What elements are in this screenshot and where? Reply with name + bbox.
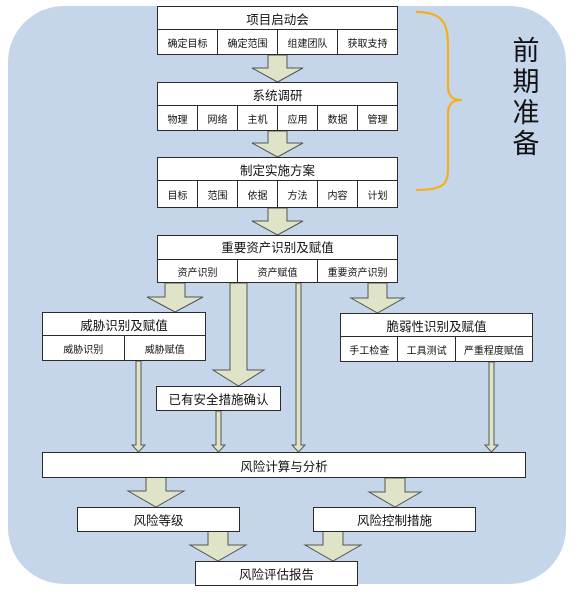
box-item: 资产识别 — [177, 267, 218, 279]
box-item: 内容 — [317, 181, 357, 207]
box-item: 手工检查 — [349, 345, 390, 357]
box-item: 威胁识别 — [63, 344, 104, 356]
box-item: 目标 — [167, 190, 188, 202]
prep-bracket — [415, 10, 463, 192]
arrow-vuln-to-calc — [483, 361, 500, 453]
box-item: 资产赋值 — [237, 260, 317, 282]
box-item: 工具测试 — [397, 337, 454, 361]
box-item: 应用 — [277, 106, 317, 130]
box-item: 威胁赋值 — [123, 336, 206, 360]
arrow-launch-to-survey — [251, 54, 304, 83]
box-items-row: 手工检查 工具测试 严重程度赋值 — [341, 336, 532, 361]
box-item: 重要资产识别 — [317, 260, 397, 282]
arrow-survey-to-plan — [251, 130, 304, 158]
arrow-control-to-report — [303, 529, 363, 562]
box-item: 管理 — [357, 106, 397, 130]
preparation-phase-label: 前期准备 — [512, 36, 540, 160]
box-item: 确定目标 — [167, 38, 208, 50]
threat-identification-box: 威胁识别及赋值 威胁识别 威胁赋值 — [42, 312, 206, 361]
box-title: 重要资产识别及赋值 — [221, 240, 334, 255]
arrow-assets-to-calc — [290, 282, 307, 453]
arrow-level-to-report — [188, 530, 248, 562]
box-item: 方法 — [277, 181, 317, 207]
box-title: 威胁识别及赋值 — [80, 318, 168, 333]
box-title: 脆弱性识别及赋值 — [386, 319, 487, 334]
box-items-row: 确定目标 确定范围 组建团队 获取支持 — [158, 29, 397, 54]
risk-level-box: 风险等级 — [77, 507, 240, 532]
box-item: 获取支持 — [337, 30, 397, 54]
box-items-row: 威胁识别 威胁赋值 — [43, 335, 205, 360]
box-item: 组建团队 — [277, 30, 337, 54]
arrow-safeguards-to-calc — [210, 410, 227, 453]
arrow-plan-to-assets — [251, 207, 304, 236]
box-title: 项目启动会 — [246, 12, 309, 27]
box-item: 物理 — [167, 114, 188, 126]
box-item: 范围 — [197, 181, 237, 207]
box-title: 系统调研 — [252, 88, 303, 103]
risk-control-box: 风险控制措施 — [313, 507, 476, 532]
vulnerability-identification-box: 脆弱性识别及赋值 手工检查 工具测试 严重程度赋值 — [340, 313, 533, 362]
arrow-assets-to-threats — [146, 282, 204, 313]
system-survey-box: 系统调研 物理 网络 主机 应用 数据 管理 — [157, 82, 398, 131]
box-item: 主机 — [237, 106, 277, 130]
risk-calculation-box: 风险计算与分析 — [42, 452, 526, 478]
box-item: 严重程度赋值 — [454, 337, 532, 361]
existing-safeguards-box: 已有安全措施确认 — [156, 386, 281, 411]
arrow-assets-to-safeguards — [211, 282, 266, 387]
implementation-plan-box: 制定实施方案 目标 范围 依据 方法 内容 计划 — [157, 157, 398, 208]
box-item: 计划 — [357, 181, 397, 207]
risk-report-box: 风险评估报告 — [195, 561, 358, 586]
arrow-calc-to-control — [367, 477, 423, 508]
arrow-assets-to-vuln — [349, 282, 406, 314]
box-items-row: 物理 网络 主机 应用 数据 管理 — [158, 105, 397, 130]
arrow-threats-to-calc — [130, 360, 147, 453]
box-item: 依据 — [237, 181, 277, 207]
asset-identification-box: 重要资产识别及赋值 资产识别 资产赋值 重要资产识别 — [157, 235, 398, 283]
box-item: 确定范围 — [217, 30, 277, 54]
box-items-row: 资产识别 资产赋值 重要资产识别 — [158, 259, 397, 282]
box-title: 制定实施方案 — [239, 163, 315, 178]
arrow-calc-to-level — [126, 476, 186, 508]
box-item: 网络 — [197, 106, 237, 130]
box-item: 数据 — [317, 106, 357, 130]
box-items-row: 目标 范围 依据 方法 内容 计划 — [158, 180, 397, 207]
project-launch-box: 项目启动会 确定目标 确定范围 组建团队 获取支持 — [157, 6, 398, 55]
